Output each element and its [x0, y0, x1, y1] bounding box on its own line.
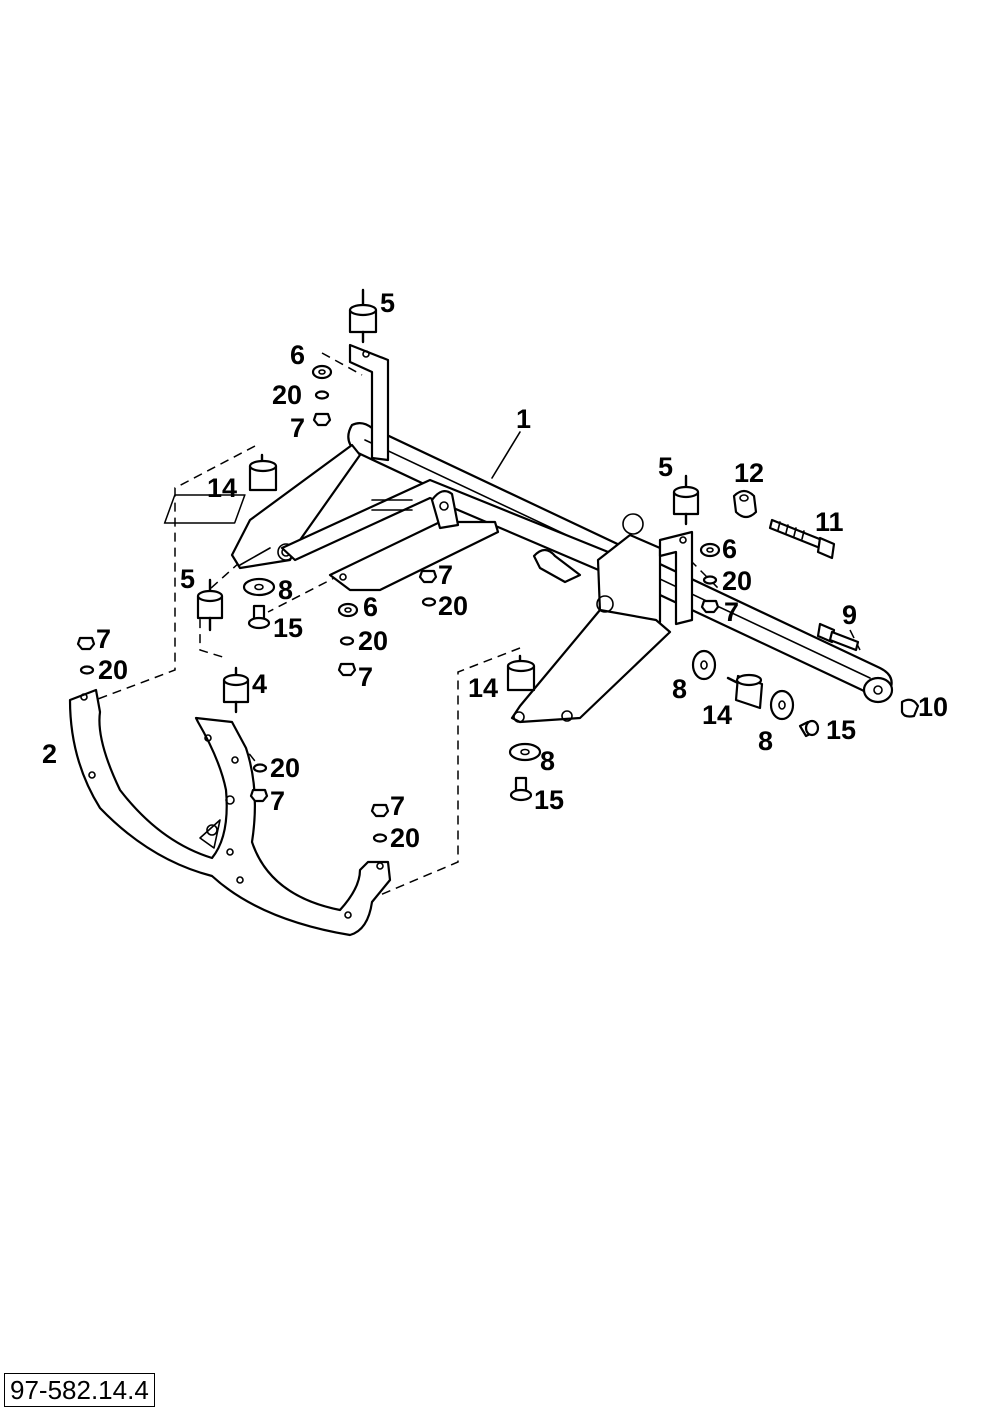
callout-15-right: 15 — [826, 715, 856, 745]
callout-20-bracket: 20 — [270, 753, 300, 783]
callout-5-left: 5 — [180, 564, 195, 594]
callout-14-left: 14 — [207, 473, 237, 503]
callout-20-center: 20 — [358, 626, 388, 656]
rubber-mount-14-center — [506, 654, 536, 692]
hardware-small — [76, 364, 721, 843]
leader-line-1 — [491, 431, 521, 479]
diagram-reference-number: 97-582.14.4 — [4, 1373, 155, 1407]
rubber-mount-14-left — [248, 453, 278, 492]
callout-11: 11 — [815, 507, 844, 537]
upright-bracket-left — [348, 343, 390, 462]
callout-20-top: 20 — [272, 380, 302, 410]
callout-8-left: 8 — [278, 575, 293, 605]
callout-20-lower: 20 — [390, 823, 420, 853]
rubber-mount-4 — [222, 666, 250, 714]
mid-tab — [532, 548, 582, 584]
rubber-mount-5-right — [672, 474, 700, 526]
callout-4: 4 — [252, 669, 267, 699]
callout-8-right-a: 8 — [672, 674, 687, 704]
callout-6-right: 6 — [722, 534, 737, 564]
callout-20-far-left: 20 — [98, 655, 128, 685]
callout-1: 1 — [516, 404, 531, 434]
bolts-15 — [247, 604, 820, 802]
assembly-guide-lines — [81, 352, 861, 896]
callout-2: 2 — [42, 739, 57, 769]
rubber-mount-5-left — [196, 578, 224, 632]
callout-20-center-upper: 20 — [438, 591, 468, 621]
upright-bracket-right — [658, 530, 694, 626]
bushing-12 — [732, 489, 758, 519]
callout-10: 10 — [918, 692, 948, 722]
callout-15-left: 15 — [273, 613, 303, 643]
main-frame — [163, 343, 894, 724]
callout-7-lower: 7 — [390, 791, 405, 821]
callout-15-center: 15 — [534, 785, 564, 815]
callout-labels: 1 2 4 5 5 5 6 6 6 7 7 7 7 7 7 7 8 8 8 8 … — [42, 288, 948, 853]
callout-14-center: 14 — [468, 673, 498, 703]
support-bracket-2 — [68, 688, 392, 937]
bolt-11 — [768, 518, 836, 560]
washers-8 — [242, 577, 795, 762]
tube-end — [862, 676, 894, 704]
callout-20-right: 20 — [722, 566, 752, 596]
rubber-mount-5-top — [348, 288, 378, 344]
callout-7-center-upper: 7 — [438, 560, 453, 590]
callout-7-far-left: 7 — [96, 624, 111, 654]
callout-7-bracket: 7 — [270, 786, 285, 816]
rubber-mount-14-right — [726, 673, 764, 710]
callout-14-right: 14 — [702, 700, 732, 730]
callout-6-center: 6 — [363, 592, 378, 622]
callout-5-top: 5 — [380, 288, 395, 318]
callout-7-center: 7 — [358, 662, 373, 692]
callout-5-right: 5 — [658, 452, 673, 482]
callout-7-right: 7 — [724, 597, 739, 627]
callout-8-center: 8 — [540, 746, 555, 776]
callout-7-top: 7 — [290, 413, 305, 443]
cap-10 — [900, 698, 920, 718]
callout-9: 9 — [842, 600, 857, 630]
left-side-plate — [230, 443, 362, 570]
bolt-9 — [816, 622, 860, 652]
callout-6-top: 6 — [290, 340, 305, 370]
callout-8-right-b: 8 — [758, 726, 773, 756]
callout-12: 12 — [734, 458, 764, 488]
right-side-plate — [510, 608, 672, 724]
